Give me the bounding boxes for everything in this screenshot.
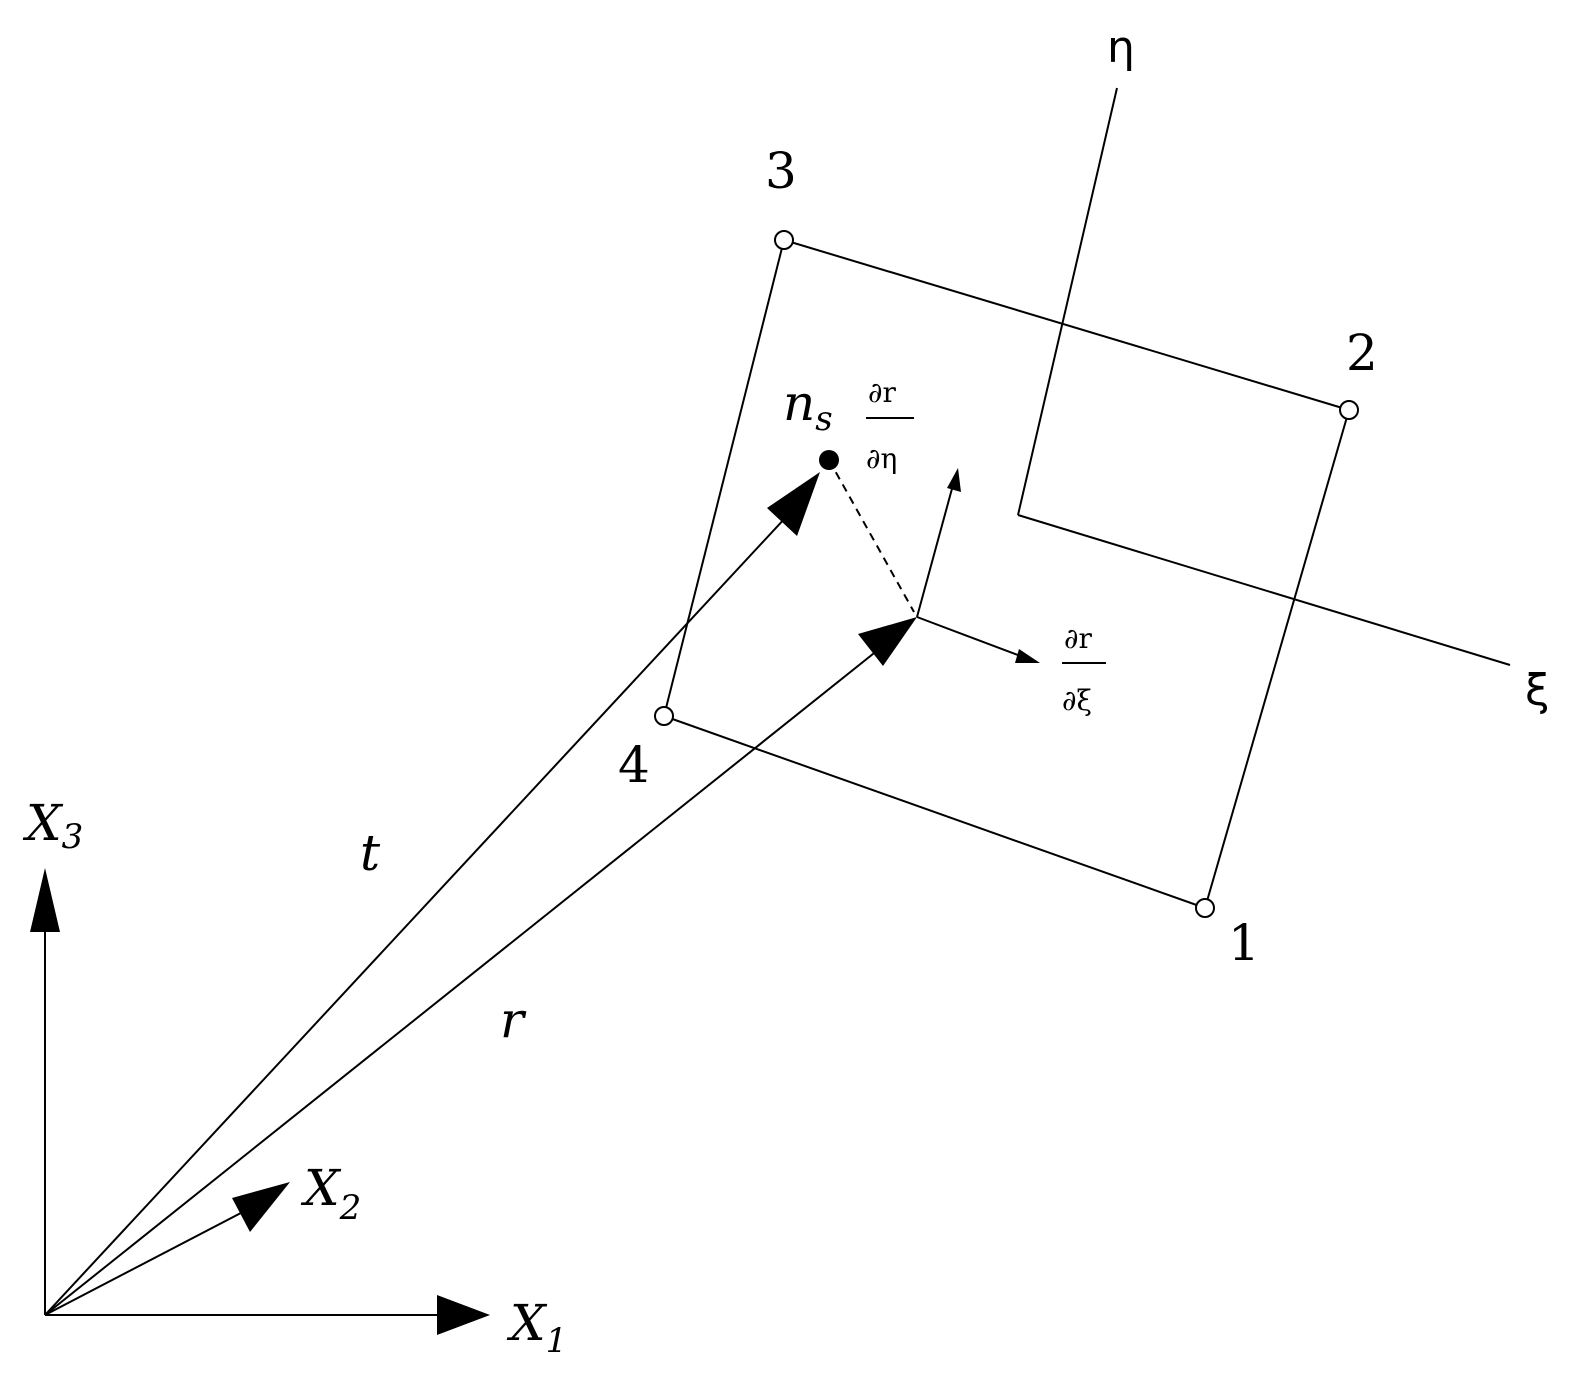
local-axes	[1017, 87, 1511, 666]
node-3-marker	[774, 230, 794, 250]
eta-axis-label: η	[1107, 22, 1135, 73]
node-2-label: 2	[1346, 324, 1378, 382]
tangent-vectors	[828, 459, 1040, 663]
dr-dxi-line	[916, 616, 1024, 658]
node-4-marker	[654, 706, 674, 726]
node-3-label: 3	[765, 142, 797, 200]
xi-axis-line	[1017, 514, 1511, 666]
t-vector-arrowhead	[767, 472, 820, 536]
dr-dxi-numerator: ∂r	[1064, 622, 1092, 655]
source-point-label: ns	[783, 374, 833, 439]
dr-deta-line	[916, 484, 954, 618]
global-axes	[30, 868, 490, 1335]
eta-axis-line	[1017, 87, 1118, 516]
x1-arrowhead	[437, 1295, 490, 1335]
edge-1-4	[663, 715, 1206, 909]
element-edges	[663, 239, 1350, 909]
dr-deta-arrowhead	[947, 468, 961, 492]
node-1-marker	[1195, 898, 1215, 918]
source-point-marker	[819, 450, 839, 470]
x2-axis-label: X2	[300, 1159, 361, 1228]
dr-dxi-arrowhead	[1015, 649, 1040, 663]
edge-4-3	[663, 239, 785, 717]
node-4-label: 4	[618, 736, 650, 794]
xi-axis-label: ξ	[1525, 665, 1550, 716]
r-vector-label: r	[500, 991, 527, 1049]
dr-dxi-denominator: ∂ξ	[1062, 684, 1092, 717]
edge-3-2	[783, 239, 1350, 411]
r-vector-arrowhead	[858, 617, 917, 666]
dr-deta-numerator: ∂r	[868, 376, 896, 409]
x2-arrowhead	[232, 1182, 290, 1232]
node-markers	[654, 230, 1359, 918]
x2-axis-line	[44, 1202, 261, 1316]
t-vector-line	[44, 501, 801, 1316]
source-to-field-dashed-line	[828, 459, 915, 613]
r-vector-line	[44, 637, 894, 1316]
x3-axis-label: X3	[22, 794, 83, 857]
t-vector-label: t	[360, 824, 381, 882]
x3-arrowhead	[30, 868, 60, 932]
node-1-label: 1	[1228, 914, 1260, 972]
position-vectors	[44, 472, 917, 1316]
node-2-marker	[1339, 400, 1359, 420]
dr-deta-fraction: ∂r ∂η	[866, 376, 914, 475]
edge-2-1	[1204, 409, 1350, 909]
dr-deta-denominator: ∂η	[866, 442, 897, 475]
x1-axis-label: X1	[506, 1294, 567, 1361]
dr-dxi-fraction: ∂r ∂ξ	[1062, 622, 1106, 717]
